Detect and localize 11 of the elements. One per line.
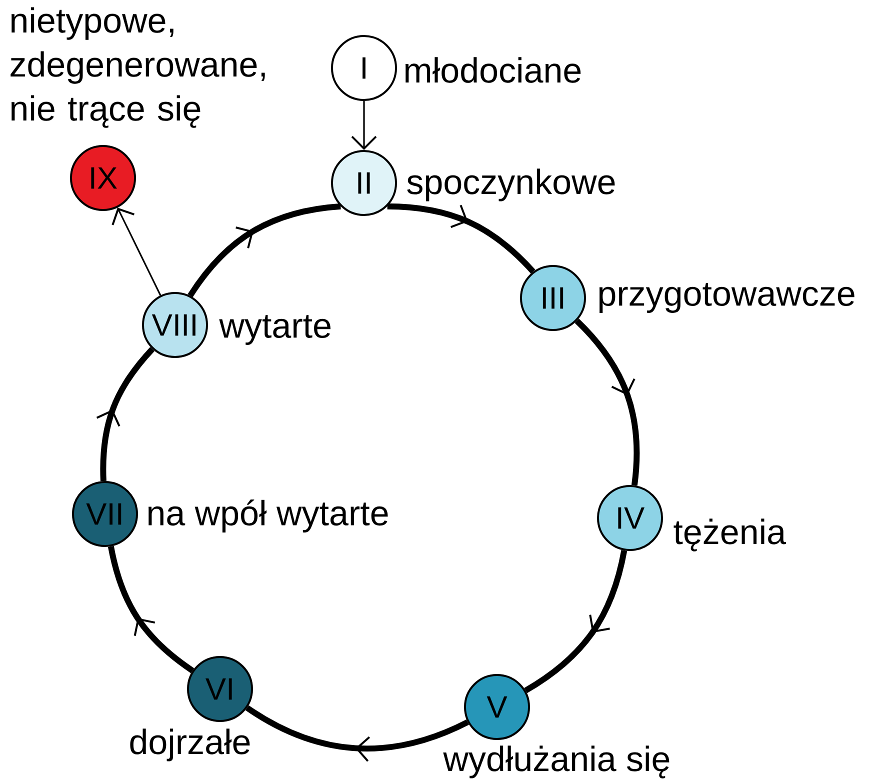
stage-label: na wpół wytarte [148, 499, 388, 532]
stage-label: wydłużania się [443, 746, 670, 778]
stage-label: tężenia [674, 518, 786, 552]
arrow [112, 208, 162, 296]
arrow [351, 101, 377, 150]
stage-label: wytarte [219, 315, 330, 345]
stage-label: przygotowawcze [599, 283, 854, 313]
stage-label: spoczynkowe [407, 168, 615, 202]
stage-label: dojrzałe [130, 728, 250, 762]
stage-label: nietypowe, zdegenerowane, nie trące się [10, 7, 265, 128]
stage-label: młodociane [406, 57, 581, 83]
